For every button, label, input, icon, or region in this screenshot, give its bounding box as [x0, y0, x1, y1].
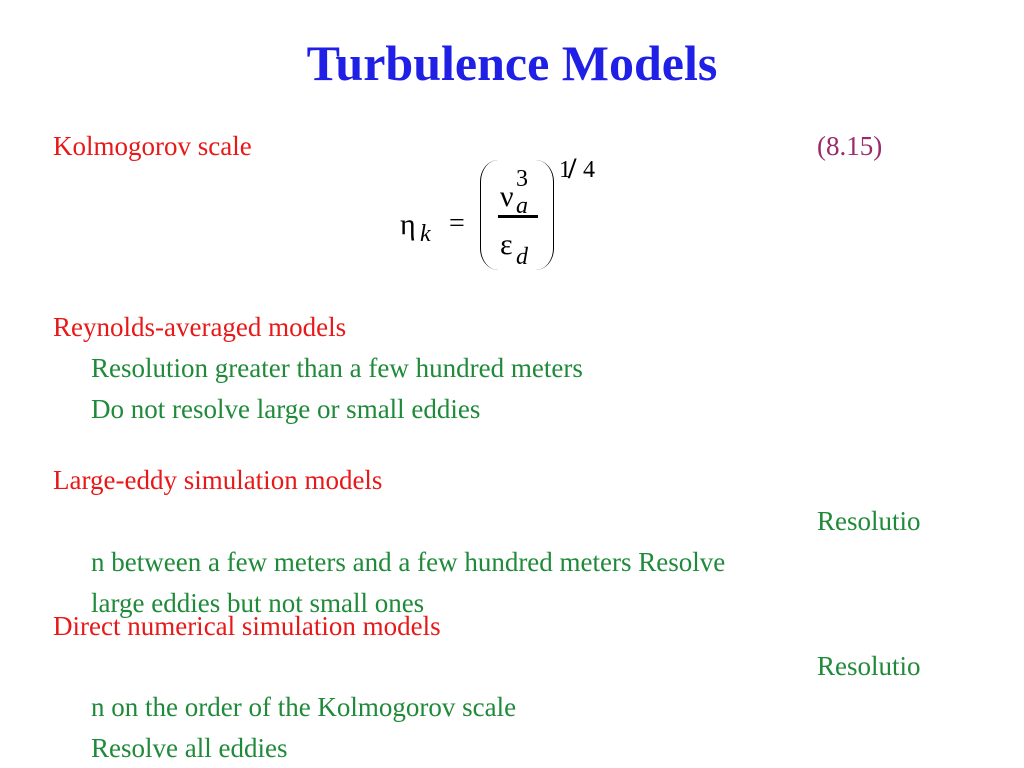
exponent-numerator: 1 — [559, 157, 571, 183]
right-parenthesis — [536, 160, 554, 270]
les-wrap-fragment: Resolutio — [817, 506, 921, 536]
left-parenthesis — [480, 160, 498, 270]
dns-line-2: Resolve all eddies — [91, 733, 288, 763]
nu-symbol: ν — [500, 180, 514, 213]
dns-wrap-fragment: Resolutio — [817, 651, 921, 681]
equals-sign: = — [449, 208, 465, 239]
epsilon-subscript: d — [516, 244, 528, 270]
reynolds-line-2: Do not resolve large or small eddies — [91, 394, 481, 424]
nu-superscript: 3 — [516, 166, 528, 192]
kolmogorov-scale-label: Kolmogorov scale — [53, 131, 252, 161]
fraction-bar — [498, 215, 538, 218]
exponent-denominator: 4 — [583, 157, 595, 183]
les-line-1: n between a few meters and a few hundred… — [91, 547, 726, 577]
exponent-slash: / — [568, 152, 577, 185]
equation-number: (8.15) — [817, 131, 883, 161]
reynolds-line-1: Resolution greater than a few hundred me… — [91, 353, 583, 383]
les-heading: Large-eddy simulation models — [53, 465, 383, 495]
eta-subscript: k — [420, 221, 431, 247]
les-line-2: large eddies but not small ones — [91, 588, 425, 618]
reynolds-heading: Reynolds-averaged models — [53, 312, 347, 342]
epsilon-symbol: ε — [500, 228, 513, 261]
dns-line-1: n on the order of the Kolmogorov scale — [91, 692, 517, 722]
eta-symbol: η — [400, 208, 416, 241]
nu-subscript: a — [516, 193, 528, 219]
slide-title: Turbulence Models — [306, 35, 718, 91]
dns-heading: Direct numerical simulation models — [53, 611, 441, 641]
